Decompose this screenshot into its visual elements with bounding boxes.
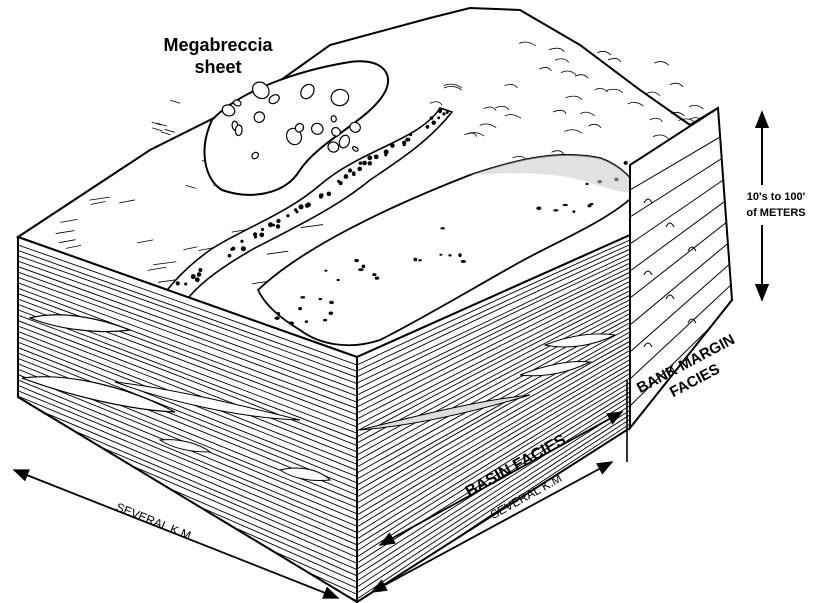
several-km-left-label: SEVERAL K.M (114, 500, 193, 543)
megabreccia-label-2: sheet (194, 57, 241, 77)
megabreccia-label-1: Megabreccia (163, 35, 273, 55)
thickness-label-2: of METERS (746, 207, 805, 219)
thickness-label-1: 10's to 100' (747, 191, 806, 203)
